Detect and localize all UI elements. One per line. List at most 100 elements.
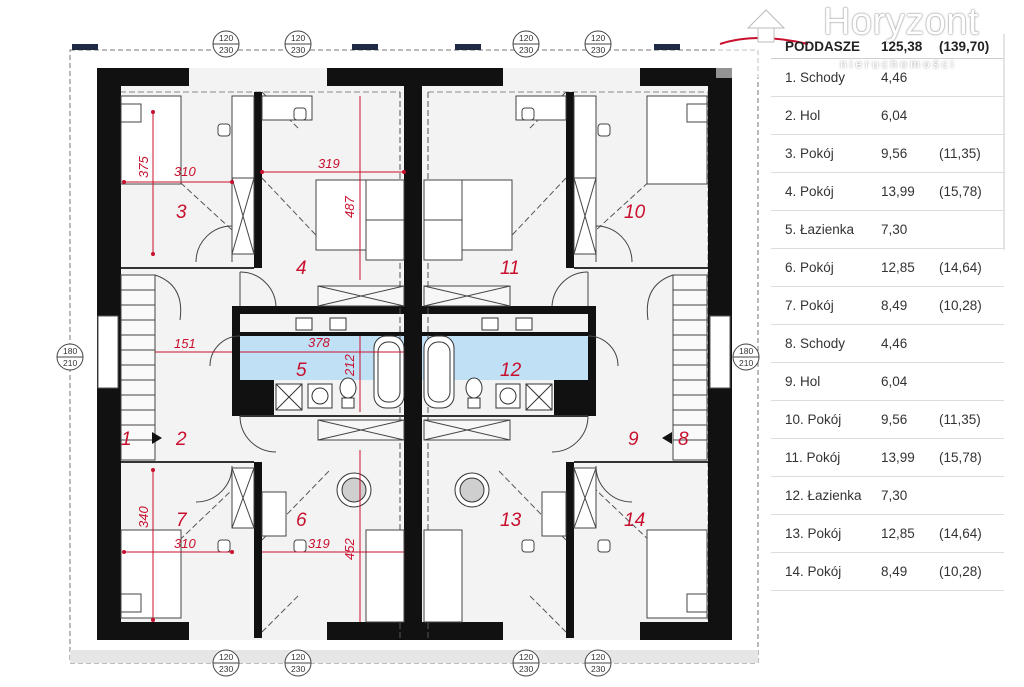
- dim-319-bottom: 319: [308, 536, 330, 551]
- room-area-total: (15,78): [939, 438, 1004, 477]
- room-name: 11. Pokój: [771, 438, 881, 477]
- svg-text:120: 120: [219, 652, 233, 662]
- room-name: 12. Łazienka: [771, 476, 881, 515]
- chimneys: [336, 472, 490, 508]
- window-markers-top: [56, 30, 760, 677]
- dim-487: 487: [342, 196, 357, 218]
- partitions: [121, 267, 708, 463]
- dim-378: 378: [308, 335, 330, 350]
- room-area-total: (15,78): [939, 172, 1004, 211]
- bath-fixtures: [275, 317, 553, 411]
- svg-text:210: 210: [63, 358, 77, 368]
- room-area: 9,56: [881, 400, 939, 439]
- svg-text:230: 230: [291, 45, 305, 55]
- room-name: 8. Schody: [771, 324, 881, 363]
- svg-text:120: 120: [219, 33, 233, 43]
- room-area-total: [939, 210, 1004, 249]
- dim-151: 151: [174, 336, 196, 351]
- room-area: 7,30: [881, 210, 939, 249]
- dim-310-bottom: 310: [174, 536, 196, 551]
- area-table-header: PODDASZE 125,38 (139,70): [771, 34, 1004, 59]
- room-name: 2. Hol: [771, 96, 881, 135]
- room-area: 7,30: [881, 476, 939, 515]
- room-area: 13,99: [881, 438, 939, 477]
- room-name: 1. Schody: [771, 58, 881, 97]
- svg-text:120: 120: [591, 33, 605, 43]
- room-name: 9. Hol: [771, 362, 881, 401]
- room-area: 6,04: [881, 96, 939, 135]
- room-name: 14. Pokój: [771, 552, 881, 591]
- room-label-4: 4: [296, 258, 307, 279]
- attic-void-boxes: [317, 285, 511, 441]
- room-label-1: 1: [121, 429, 132, 450]
- svg-text:230: 230: [219, 45, 233, 55]
- room-area-total: [939, 476, 1004, 515]
- door-swings: [195, 225, 633, 503]
- room-name: 5. Łazienka: [771, 210, 881, 249]
- dim-375: 375: [136, 156, 151, 178]
- svg-text:230: 230: [519, 664, 533, 674]
- svg-text:230: 230: [591, 45, 605, 55]
- dim-310-top: 310: [174, 164, 196, 179]
- svg-text:120: 120: [291, 652, 305, 662]
- room-area-total: (10,28): [939, 552, 1004, 591]
- room-name: 13. Pokój: [771, 514, 881, 553]
- room-label-14: 14: [624, 510, 645, 531]
- svg-text:230: 230: [591, 664, 605, 674]
- floor-plan: 375 310 319 487 151 378 212 340 310 319 …: [56, 30, 760, 677]
- header-total: (139,70): [939, 34, 1004, 59]
- room-area: 12,85: [881, 514, 939, 553]
- room-area-total: (14,64): [939, 514, 1004, 553]
- svg-text:210: 210: [739, 358, 753, 368]
- room-label-7: 7: [176, 510, 188, 531]
- room-label-9: 9: [628, 429, 639, 450]
- svg-text:230: 230: [291, 664, 305, 674]
- room-area: 6,04: [881, 362, 939, 401]
- svg-text:120: 120: [519, 33, 533, 43]
- room-label-13: 13: [500, 510, 522, 531]
- room-area: 4,46: [881, 58, 939, 97]
- ground-strip-bottom: [70, 650, 758, 663]
- room-name: 7. Pokój: [771, 286, 881, 325]
- room-label-10: 10: [624, 202, 646, 223]
- header-area: 125,38: [881, 34, 939, 59]
- room-label-5: 5: [296, 360, 307, 381]
- room-area: 9,56: [881, 134, 939, 173]
- logo-house-icon: [746, 9, 786, 43]
- room-label-2: 2: [175, 429, 187, 450]
- room-label-8: 8: [678, 429, 689, 450]
- room-area-total: (11,35): [939, 134, 1004, 173]
- room-name: 3. Pokój: [771, 134, 881, 173]
- room-label-6: 6: [296, 510, 307, 531]
- room-label-11: 11: [500, 258, 520, 279]
- dim-319-top: 319: [318, 156, 340, 171]
- dim-212: 212: [342, 354, 357, 377]
- room-area-total: (11,35): [939, 400, 1004, 439]
- svg-text:120: 120: [291, 33, 305, 43]
- room-name: 6. Pokój: [771, 248, 881, 287]
- svg-text:180: 180: [63, 346, 77, 356]
- room-area-total: [939, 96, 1004, 135]
- room-area: 12,85: [881, 248, 939, 287]
- header-name: PODDASZE: [771, 34, 881, 59]
- dimension-lines: [124, 96, 404, 622]
- room-area-total: [939, 324, 1004, 363]
- room-area: 4,46: [881, 324, 939, 363]
- room-area: 8,49: [881, 286, 939, 325]
- wall-windows: [97, 315, 731, 389]
- room-name: 10. Pokój: [771, 400, 881, 439]
- room-area-total: [939, 58, 1004, 97]
- svg-text:230: 230: [519, 45, 533, 55]
- room-area-total: (14,64): [939, 248, 1004, 287]
